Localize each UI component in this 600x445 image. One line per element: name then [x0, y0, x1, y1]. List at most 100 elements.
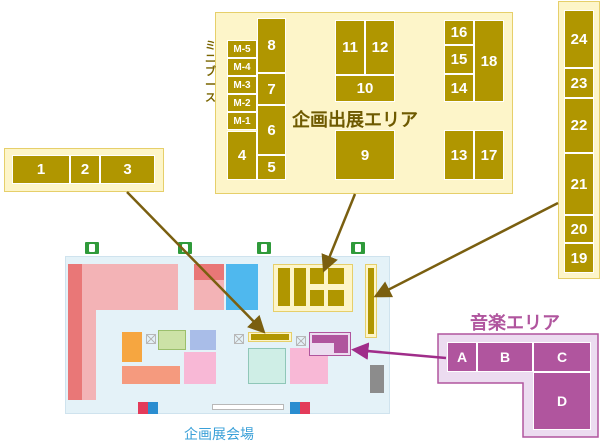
booth-2[interactable]: 2 — [70, 155, 100, 184]
booth-18-label: 18 — [480, 52, 498, 70]
booth-8[interactable]: 8 — [257, 18, 286, 73]
music-area-title: 音楽エリア — [470, 313, 560, 333]
venue-wall-strip — [68, 264, 82, 400]
entrance-red-1 — [138, 402, 148, 414]
booth-19-label: 19 — [570, 249, 588, 267]
booth-9-label: 9 — [360, 146, 370, 164]
venue-zone-booth-5 — [310, 290, 324, 306]
booth-17[interactable]: 17 — [474, 130, 504, 180]
booth-14[interactable]: 14 — [444, 74, 474, 102]
booth-1-label: 1 — [36, 161, 46, 178]
booth-11-label: 11 — [342, 39, 358, 56]
booth-13-label: 13 — [450, 146, 468, 164]
booth-m3[interactable]: M-3 — [227, 76, 257, 94]
booth-19[interactable]: 19 — [564, 243, 594, 273]
booth-5[interactable]: 5 — [257, 155, 286, 180]
booth-20-label: 20 — [570, 220, 588, 238]
booth-m2-label: M-2 — [233, 97, 251, 109]
booth-m4-label: M-4 — [233, 61, 251, 73]
right-strip-panel: 24 23 22 21 20 19 — [558, 1, 600, 279]
mini-booth-side-label: ミニブース — [205, 40, 216, 104]
booth-12-label: 12 — [371, 39, 389, 56]
booth-16-label: 16 — [450, 24, 468, 41]
booth-1[interactable]: 1 — [12, 155, 70, 184]
left-strip-panel: 1 2 3 — [4, 148, 164, 192]
booth-8-label: 8 — [267, 37, 276, 54]
booth-m5[interactable]: M-5 — [227, 40, 257, 58]
booth-m2[interactable]: M-2 — [227, 94, 257, 112]
booth-9[interactable]: 9 — [335, 130, 395, 180]
arrow-music-area — [351, 342, 447, 360]
venue-lavender-block — [190, 330, 216, 350]
music-booth-c[interactable]: C — [533, 342, 591, 372]
venue-marker-icon-1 — [146, 334, 156, 344]
music-booth-a[interactable]: A — [447, 342, 477, 372]
venue-label: 企画展会場 — [184, 426, 254, 442]
venue-light-pink-block — [184, 352, 216, 384]
booth-6[interactable]: 6 — [257, 105, 286, 155]
venue-marker-icon-2 — [234, 334, 244, 344]
booth-22[interactable]: 22 — [564, 98, 594, 153]
booth-22-label: 22 — [570, 117, 588, 134]
booth-7[interactable]: 7 — [257, 73, 286, 105]
venue-marker-icon-3 — [296, 336, 306, 346]
booth-10[interactable]: 10 — [335, 75, 395, 102]
booth-13[interactable]: 13 — [444, 130, 474, 180]
booth-23-label: 23 — [570, 74, 588, 92]
music-booth-c-label: C — [556, 349, 568, 365]
entrance-door — [212, 404, 284, 410]
booth-m5-label: M-5 — [233, 43, 251, 55]
venue-l-block-side — [82, 310, 96, 400]
booth-15-label: 15 — [450, 51, 468, 68]
booth-16[interactable]: 16 — [444, 20, 474, 45]
emergency-exit-icon-1 — [85, 242, 99, 254]
booth-7-label: 7 — [267, 80, 276, 98]
music-booth-b-label: B — [499, 349, 511, 365]
emergency-exit-icon-4 — [351, 242, 365, 254]
booth-18[interactable]: 18 — [474, 20, 504, 102]
booth-20[interactable]: 20 — [564, 215, 594, 243]
venue-music-booths — [312, 335, 334, 343]
booth-2-label: 2 — [80, 161, 90, 178]
booth-m1-label: M-1 — [233, 115, 251, 127]
venue-l-block-top — [82, 264, 178, 310]
entrance-red-2 — [290, 402, 300, 414]
venue-mint-block — [248, 348, 286, 384]
exhibition-area-panel: 8 7 6 5 4 M-5 M-4 M-3 M-2 M-1 11 12 10 9… — [215, 12, 513, 194]
music-booth-d-label: D — [556, 393, 568, 409]
venue-green-block — [158, 330, 186, 350]
booth-3-label: 3 — [123, 161, 132, 178]
entrance-blue-2 — [300, 402, 310, 414]
venue-zone-booth-3 — [310, 268, 324, 284]
booth-14-label: 14 — [450, 79, 468, 97]
booth-3[interactable]: 3 — [100, 155, 155, 184]
booth-4[interactable]: 4 — [227, 131, 257, 180]
booth-21[interactable]: 21 — [564, 153, 594, 215]
venue-zone-booth-1 — [278, 268, 290, 306]
booth-m1[interactable]: M-1 — [227, 112, 257, 130]
venue-zone-booth-2 — [294, 268, 306, 306]
booth-m4[interactable]: M-4 — [227, 58, 257, 76]
booth-24[interactable]: 24 — [564, 10, 594, 68]
venue-left-strip-booths — [251, 334, 289, 340]
music-booth-d[interactable]: D — [533, 372, 591, 430]
booth-11[interactable]: 11 — [335, 20, 365, 75]
venue-salmon-block — [122, 366, 180, 384]
venue-zone-booth-6 — [328, 290, 344, 306]
venue-right-strip-booths — [368, 268, 374, 334]
venue-blue-block — [226, 264, 258, 310]
venue-music-booth-d — [334, 335, 348, 353]
booth-15[interactable]: 15 — [444, 45, 474, 74]
music-booth-b[interactable]: B — [477, 342, 533, 372]
booth-12[interactable]: 12 — [365, 20, 395, 75]
entrance-blue-1 — [148, 402, 158, 414]
booth-4-label: 4 — [237, 147, 247, 164]
arrow-exhibition-area — [321, 193, 357, 273]
booth-23[interactable]: 23 — [564, 68, 594, 98]
emergency-exit-icon-3 — [257, 242, 271, 254]
booth-m3-label: M-3 — [233, 79, 251, 91]
venue-orange-block — [122, 332, 142, 362]
arrow-left-strip — [126, 191, 266, 334]
booth-10-label: 10 — [356, 80, 374, 97]
